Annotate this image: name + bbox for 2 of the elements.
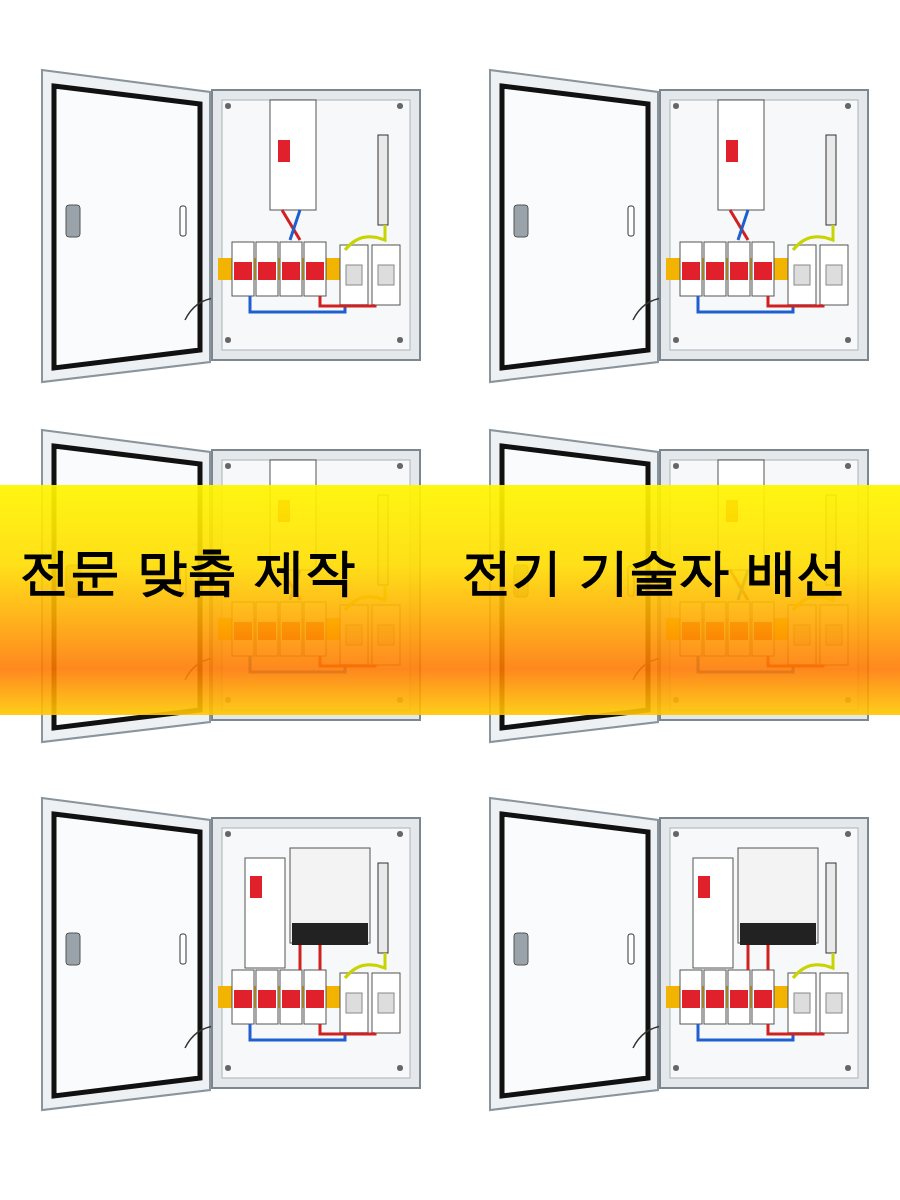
banner-heading: 전기 기술자 배선 <box>462 545 847 600</box>
banner-heading: 전문 맞춤 제작 <box>20 545 355 600</box>
